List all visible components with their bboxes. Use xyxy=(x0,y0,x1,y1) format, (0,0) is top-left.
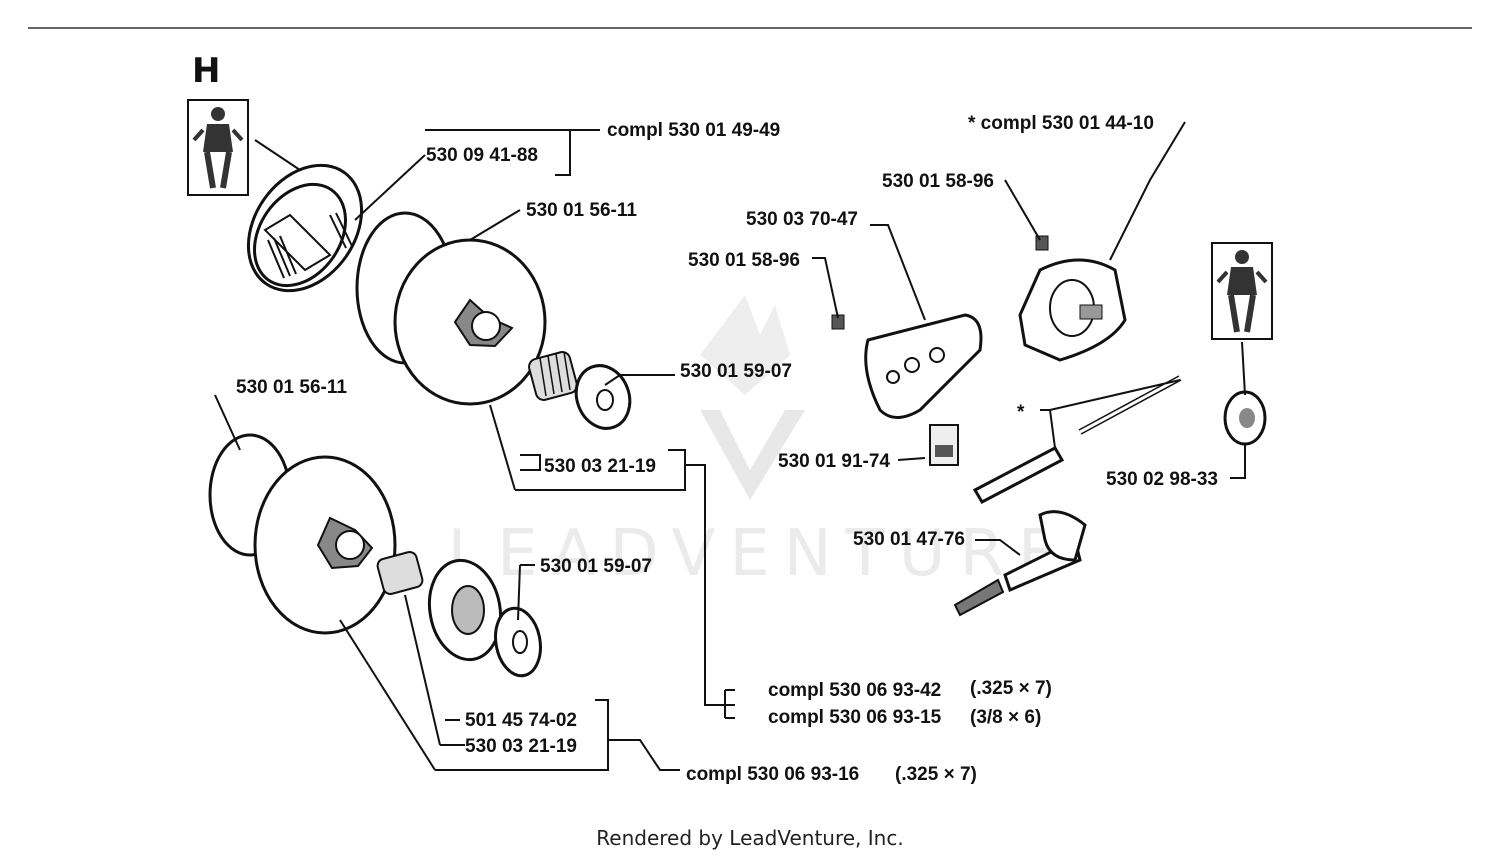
oil-pump-piston xyxy=(929,424,959,466)
label-compl-530-06-93-15: compl 530 06 93-15 xyxy=(768,707,942,728)
rim-sprocket xyxy=(427,558,503,662)
guide-plate xyxy=(864,313,983,419)
label-compl-530-06-93-42: compl 530 06 93-42 xyxy=(768,680,941,701)
label-530-01-58-96: 530 01 58-96 xyxy=(688,250,800,271)
oil-pump-cover xyxy=(1018,258,1127,362)
oil-hose-filter xyxy=(953,510,1087,617)
label-compl-530-01-49-49: compl 530 01 49-49 xyxy=(607,120,780,141)
watermark-text: LEADVENTURE xyxy=(448,517,1073,591)
part-labels: compl 530 01 49-49 530 09 41-88 530 01 5… xyxy=(236,113,1218,785)
label-compl-530-06-93-16: compl 530 06 93-16 xyxy=(686,764,859,785)
label-530-01-56-11: 530 01 56-11 xyxy=(526,200,637,221)
clutch-shoe-assembly xyxy=(246,163,364,293)
pump-shaft xyxy=(1078,375,1182,435)
label-530-01-59-07: 530 01 59-07 xyxy=(680,361,792,382)
mechanic-icon xyxy=(1211,242,1273,340)
clutch-drum-upper xyxy=(355,211,547,406)
watermark: LEADVENTURE xyxy=(448,295,1073,591)
clutch-drum-lower xyxy=(208,433,397,635)
needle-bearing-lower xyxy=(376,551,424,595)
leader-lines xyxy=(214,121,1246,771)
label-size-325x7: (.325 × 7) xyxy=(970,678,1052,699)
section-letter: H xyxy=(192,51,220,91)
washer-lower xyxy=(494,606,542,678)
worm-gear xyxy=(1223,390,1267,446)
oil-pipe xyxy=(972,446,1065,504)
label-530-01-59-07: 530 01 59-07 xyxy=(540,556,652,577)
label-530-01-91-74: 530 01 91-74 xyxy=(778,451,890,472)
label-530-03-21-19: 530 03 21-19 xyxy=(544,456,656,477)
washer-upper xyxy=(574,364,632,430)
label-530-01-58-96: 530 01 58-96 xyxy=(882,171,994,192)
label-star: * xyxy=(1017,402,1025,423)
label-530-03-70-47: 530 03 70-47 xyxy=(746,209,858,230)
footer-credit: Rendered by LeadVenture, Inc. xyxy=(596,826,904,850)
label-530-09-41-88: 530 09 41-88 xyxy=(426,145,538,166)
label-compl-530-01-44-10: * compl 530 01 44-10 xyxy=(968,113,1154,134)
label-size-325x7: (.325 × 7) xyxy=(895,764,977,785)
needle-bearing-upper xyxy=(528,351,578,401)
label-530-01-47-76: 530 01 47-76 xyxy=(853,529,965,550)
label-530-02-98-33: 530 02 98-33 xyxy=(1106,469,1218,490)
mechanic-icon xyxy=(187,99,249,196)
label-501-45-74-02: 501 45 74-02 xyxy=(465,710,577,731)
label-530-01-56-11: 530 01 56-11 xyxy=(236,377,347,398)
label-size-3-8x6: (3/8 × 6) xyxy=(970,707,1041,728)
label-530-03-21-19: 530 03 21-19 xyxy=(465,736,577,757)
